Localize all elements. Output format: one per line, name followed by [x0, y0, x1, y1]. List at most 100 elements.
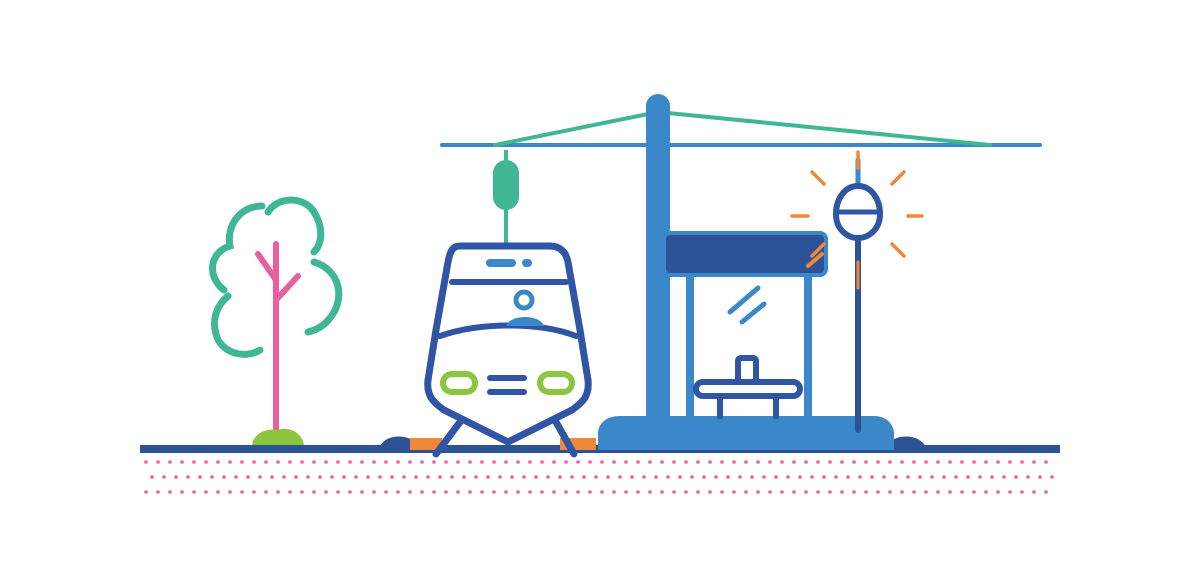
ground-dot — [264, 490, 268, 494]
ground-dot — [252, 460, 256, 464]
ground-dot — [912, 490, 916, 494]
tram-destination-sign — [486, 259, 516, 267]
ground-dot — [780, 490, 784, 494]
tram-icon — [424, 242, 592, 458]
ground-dot — [1020, 460, 1024, 464]
ground-dot — [288, 460, 292, 464]
ground-dot — [366, 475, 370, 479]
shelter-base — [598, 416, 894, 450]
ground-dot — [336, 490, 340, 494]
ground-dot — [840, 490, 844, 494]
ground-dot — [204, 490, 208, 494]
ground-dot — [876, 490, 880, 494]
ground-dot — [396, 460, 400, 464]
ground-dot — [564, 460, 568, 464]
ground-dot — [318, 475, 322, 479]
ground-dot — [252, 490, 256, 494]
ground-dot — [990, 475, 994, 479]
ground-dot — [774, 475, 778, 479]
ground-dot — [210, 475, 214, 479]
ground-dot — [972, 460, 976, 464]
ground-dot — [840, 460, 844, 464]
ground-dot — [648, 460, 652, 464]
ground-dot — [1020, 490, 1024, 494]
ground-dot — [654, 475, 658, 479]
ground-dot — [966, 475, 970, 479]
ground-dot — [660, 490, 664, 494]
ground-dot — [390, 475, 394, 479]
ground-dot — [528, 490, 532, 494]
ground-dot — [888, 460, 892, 464]
ground-dot — [588, 460, 592, 464]
ground-dot — [786, 475, 790, 479]
ground-dot — [408, 490, 412, 494]
ground-dot — [960, 460, 964, 464]
ground-dot — [432, 460, 436, 464]
ground-dot — [630, 475, 634, 479]
ground-dot — [516, 490, 520, 494]
ground-dot — [906, 475, 910, 479]
ground-dot — [612, 490, 616, 494]
ground-dot — [540, 490, 544, 494]
ground-dot — [504, 460, 508, 464]
ground-dot — [162, 475, 166, 479]
ground-dot — [984, 460, 988, 464]
ground-dot — [792, 490, 796, 494]
ground-dot — [444, 460, 448, 464]
ground-dot — [174, 475, 178, 479]
ground-dot — [324, 460, 328, 464]
ground-dot — [822, 475, 826, 479]
ground-dot — [1014, 475, 1018, 479]
ground-dot — [360, 490, 364, 494]
ground-dot — [720, 490, 724, 494]
ground-dot — [564, 490, 568, 494]
ground-dot — [234, 475, 238, 479]
catenary-pole-icon — [646, 94, 670, 434]
ground-dot — [300, 460, 304, 464]
ground-dot — [924, 460, 928, 464]
ground-dot — [1038, 475, 1042, 479]
ground-dot — [480, 490, 484, 494]
ground-dot — [168, 460, 172, 464]
ground-dot — [744, 490, 748, 494]
ground-dot — [720, 460, 724, 464]
shelter-glass-glint — [727, 285, 761, 315]
ground-dot — [1044, 460, 1048, 464]
tram-window-bottom — [437, 322, 579, 339]
ground-dot — [672, 490, 676, 494]
ground-dot — [300, 490, 304, 494]
ground-dot — [462, 475, 466, 479]
ground-dot — [558, 475, 562, 479]
ground-dot — [216, 490, 220, 494]
ground-dot — [708, 490, 712, 494]
ground-dot — [726, 475, 730, 479]
ground-dot — [168, 490, 172, 494]
ground-dot — [624, 490, 628, 494]
ground-dot — [372, 460, 376, 464]
ground-dot — [198, 475, 202, 479]
ground-dot — [600, 460, 604, 464]
tree-canopy — [209, 196, 343, 358]
ground-dot — [1026, 475, 1030, 479]
ground-dot — [972, 490, 976, 494]
tree-bush — [252, 428, 304, 445]
tram-headlight-left — [440, 371, 478, 395]
ground-dot — [876, 460, 880, 464]
overhead-wires — [440, 109, 1042, 147]
ground-dot — [588, 490, 592, 494]
ground-dot — [864, 460, 868, 464]
ground-dot — [738, 475, 742, 479]
ground-dot — [696, 490, 700, 494]
pantograph-icon — [493, 150, 519, 244]
ground-dot — [618, 475, 622, 479]
ground-dot — [696, 460, 700, 464]
lamp-rays — [790, 150, 924, 258]
ground-dot — [540, 460, 544, 464]
ground-dot — [678, 475, 682, 479]
ground-dot — [570, 475, 574, 479]
ground-dot — [768, 460, 772, 464]
ground-dot — [606, 475, 610, 479]
ground-dot — [192, 460, 196, 464]
ground-dot — [468, 460, 472, 464]
